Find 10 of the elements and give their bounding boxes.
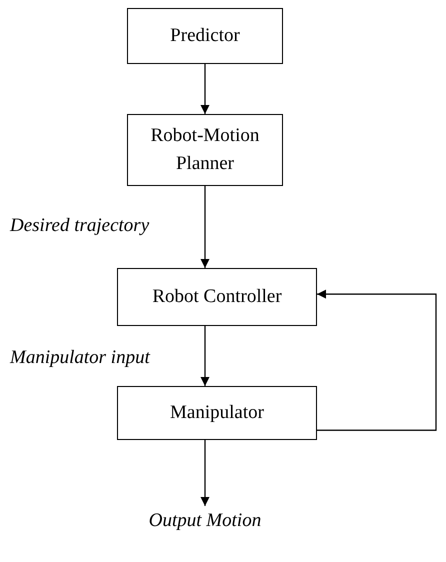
arrow <box>200 326 210 386</box>
process-box: Manipulator <box>117 386 317 440</box>
arrow <box>317 290 437 431</box>
arrow <box>200 186 210 268</box>
arrow <box>200 64 210 114</box>
process-box: Robot-Motion Planner <box>127 114 283 186</box>
process-box: Predictor <box>127 8 283 64</box>
process-box: Robot Controller <box>117 268 317 326</box>
arrow <box>200 440 210 506</box>
output-label: Output Motion <box>115 506 295 536</box>
